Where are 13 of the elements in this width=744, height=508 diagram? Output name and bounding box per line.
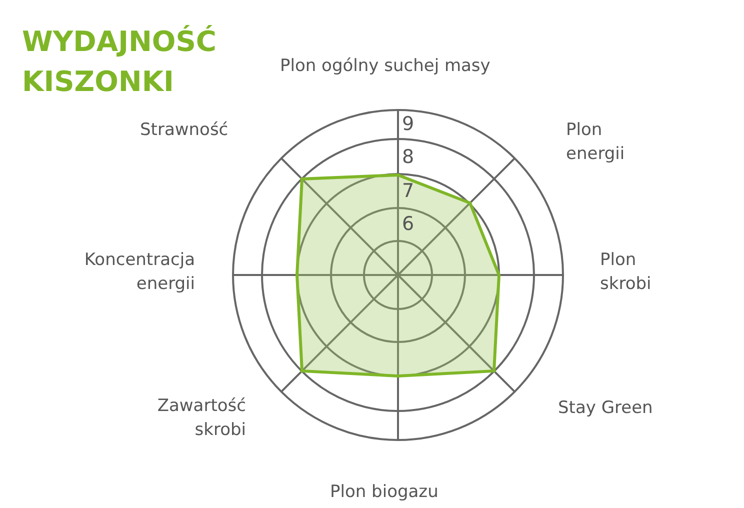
axis-label: Zawartość skrobi bbox=[156, 395, 246, 442]
axis-label: Plon ogólny suchej masy bbox=[280, 55, 490, 78]
tick-label: 9 bbox=[402, 112, 414, 136]
axis-label: Strawność bbox=[140, 119, 228, 142]
tick-label: 6 bbox=[402, 212, 414, 236]
axis-label: Plon energii bbox=[566, 119, 626, 166]
axis-label: Plon biogazu bbox=[330, 481, 438, 504]
axis-label: Plon skrobi bbox=[600, 249, 652, 296]
tick-label: 7 bbox=[402, 179, 414, 203]
axis-label: Stay Green bbox=[558, 397, 653, 420]
tick-label: 8 bbox=[402, 145, 414, 169]
chart-title: WYDAJNOŚĆ KISZONKI bbox=[22, 24, 218, 100]
axis-label: Koncentracja energii bbox=[83, 249, 195, 296]
